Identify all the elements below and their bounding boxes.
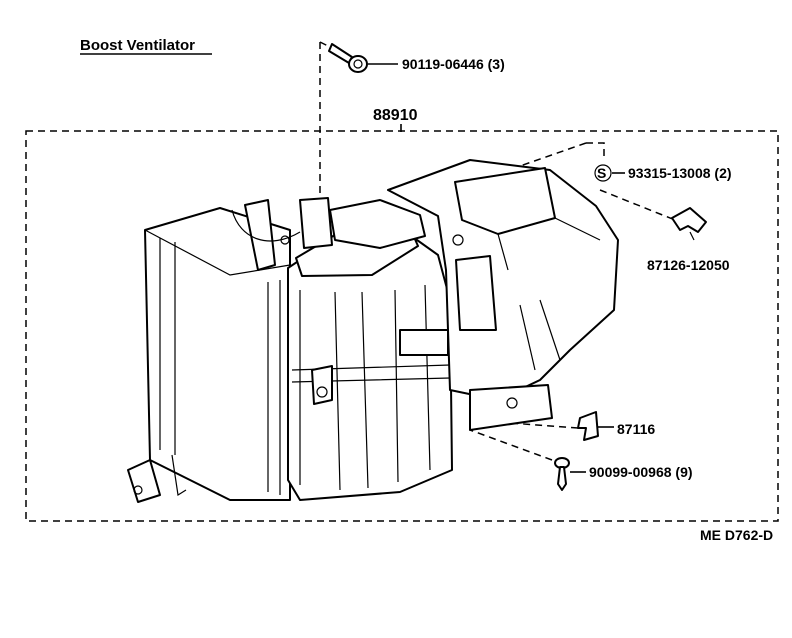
callout-screw-s: 93315-13008 (2) <box>628 165 732 181</box>
assembly-part-number: 88910 <box>373 107 418 124</box>
callout-clip: 87116 <box>617 421 655 437</box>
callout-clip-top: 87126-12050 <box>647 257 730 273</box>
callout-screw: 90099-00968 (9) <box>589 464 693 480</box>
screw-s-dash <box>586 142 605 158</box>
s-symbol-circle <box>594 164 612 182</box>
screw-icon <box>469 429 570 491</box>
s-symbol: S <box>597 165 606 181</box>
drawing-code: ME D762-D <box>700 527 773 543</box>
callout-bolt: 90119-06446 (3) <box>402 56 505 72</box>
bolt-icon <box>319 41 368 205</box>
clip-top-icon <box>599 189 707 241</box>
diagram-title: Boost Ventilator <box>80 37 195 54</box>
assembly-boundary <box>25 130 779 522</box>
ventilator-unit-illustration <box>127 159 619 503</box>
